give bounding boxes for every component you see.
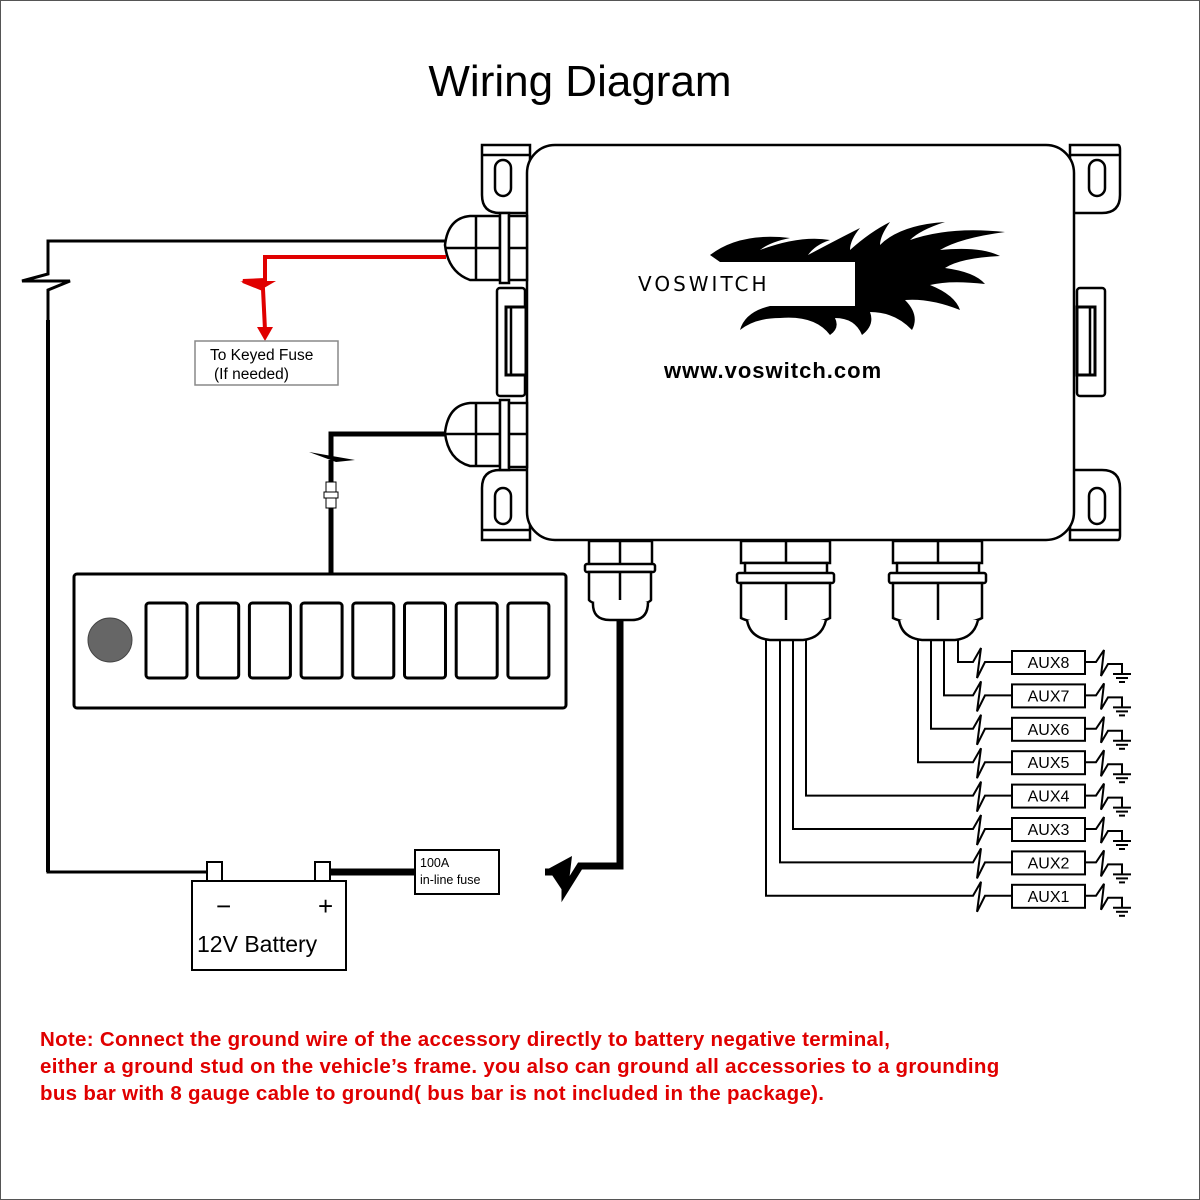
aux-label: AUX6 (1028, 722, 1070, 739)
battery-label: 12V Battery (197, 931, 318, 957)
aux-label: AUX5 (1028, 755, 1070, 772)
battery-body (191, 880, 347, 971)
aux-label: AUX4 (1028, 789, 1070, 806)
aux-label: AUX2 (1028, 855, 1070, 872)
control-box (480, 143, 1122, 542)
rocker-switch-4 (299, 601, 344, 680)
aux-wire (765, 640, 1012, 913)
aux-wire (930, 640, 1012, 746)
aux-output-aux8: AUX8 (957, 640, 1131, 683)
note-line-3: bus bar with 8 gauge cable to ground( bu… (40, 1082, 825, 1105)
rocker-switch-8 (506, 601, 551, 680)
ground-wire (1085, 749, 1123, 777)
wire-break-icon (548, 856, 572, 890)
note-line-2: either a ground stud on the vehicle’s fr… (40, 1055, 1000, 1078)
aux-output-aux3: AUX3 (792, 640, 1131, 850)
aux-output-aux1: AUX1 (765, 640, 1131, 917)
battery-minus-sign: − (216, 891, 231, 921)
aux-output-aux5: AUX5 (917, 640, 1131, 784)
mount-hole-icon (1087, 158, 1107, 198)
battery-negative-terminal (206, 861, 223, 882)
fuse-label: in-line fuse (420, 873, 480, 887)
switch-row (144, 601, 551, 680)
ground-wire (1085, 649, 1123, 677)
cable-gland-bottom-aux5-8 (887, 539, 988, 642)
rocker-switch-5 (351, 601, 396, 680)
ground-icon (1113, 806, 1131, 817)
flame-logo-icon (632, 222, 1005, 335)
ground-wire (1085, 883, 1123, 911)
aux-label: AUX3 (1028, 822, 1070, 839)
battery (191, 861, 347, 971)
wire-keyed-fuse (240, 255, 446, 341)
ground-wire (1085, 816, 1123, 844)
ground-icon (1113, 739, 1131, 750)
mount-hole-icon (493, 486, 513, 526)
brand-logo-text: VOSWITCH (638, 272, 770, 296)
ground-wire (1085, 783, 1123, 811)
cable-gland-left-bottom (443, 398, 529, 472)
latch-left (495, 286, 528, 398)
ground-wire (1085, 716, 1123, 744)
ground-icon (1113, 873, 1131, 884)
aux-label: AUX8 (1028, 655, 1070, 672)
mount-hole-icon (493, 158, 513, 198)
aux-label: AUX7 (1028, 688, 1070, 705)
aux-wire (805, 640, 1012, 813)
ground-icon (1113, 773, 1131, 784)
rocker-switch-7 (454, 601, 499, 680)
ground-wire (1085, 682, 1123, 710)
ground-note: Note: Connect the ground wire of the acc… (40, 1026, 1190, 1107)
inline-fuse (414, 849, 500, 895)
rocker-switch-3 (247, 601, 292, 680)
ground-icon (1113, 706, 1131, 717)
battery-positive-terminal (314, 861, 331, 882)
fuse-rating: 100A (420, 856, 450, 870)
keyed-fuse-label: To Keyed Fuse (210, 347, 313, 364)
aux-wire (943, 640, 1012, 712)
aux-output-aux7: AUX7 (943, 640, 1131, 717)
rocker-switch-2 (196, 601, 241, 680)
ground-icon (1113, 840, 1131, 850)
cable-gland-bottom-power (583, 539, 657, 622)
aux-wire (957, 640, 1012, 679)
rocker-switch-6 (403, 601, 447, 680)
latch-right (1075, 286, 1107, 398)
aux-wire (917, 640, 1012, 779)
control-box-body (525, 143, 1076, 542)
keyed-fuse-note: (If needed) (214, 366, 289, 383)
diagram-title: Wiring Diagram (428, 57, 731, 106)
ground-icon (1113, 673, 1131, 683)
aux-label: AUX1 (1028, 889, 1070, 906)
cable-gland-left-top (443, 211, 529, 285)
aux-output-aux6: AUX6 (930, 640, 1131, 750)
website-url: www.voswitch.com (663, 358, 882, 383)
mount-hole-icon (1087, 486, 1107, 526)
cable-gland-bottom-aux1-4 (735, 539, 836, 642)
aux-wire (779, 640, 1012, 879)
wire-switch-panel (309, 431, 446, 575)
ground-icon (1113, 906, 1131, 917)
keyed-fuse-label-box (194, 340, 339, 386)
rocker-switch-1 (144, 601, 189, 680)
battery-plus-sign: + (318, 891, 333, 921)
aux-output-aux4: AUX4 (805, 640, 1131, 817)
ground-wire (1085, 849, 1123, 877)
aux-output-aux2: AUX2 (779, 640, 1131, 884)
wire-negative-return (21, 239, 446, 874)
note-line-1: Note: Connect the ground wire of the acc… (40, 1028, 891, 1051)
panel-indicator-icon (87, 617, 133, 663)
aux-wire (792, 640, 1012, 846)
